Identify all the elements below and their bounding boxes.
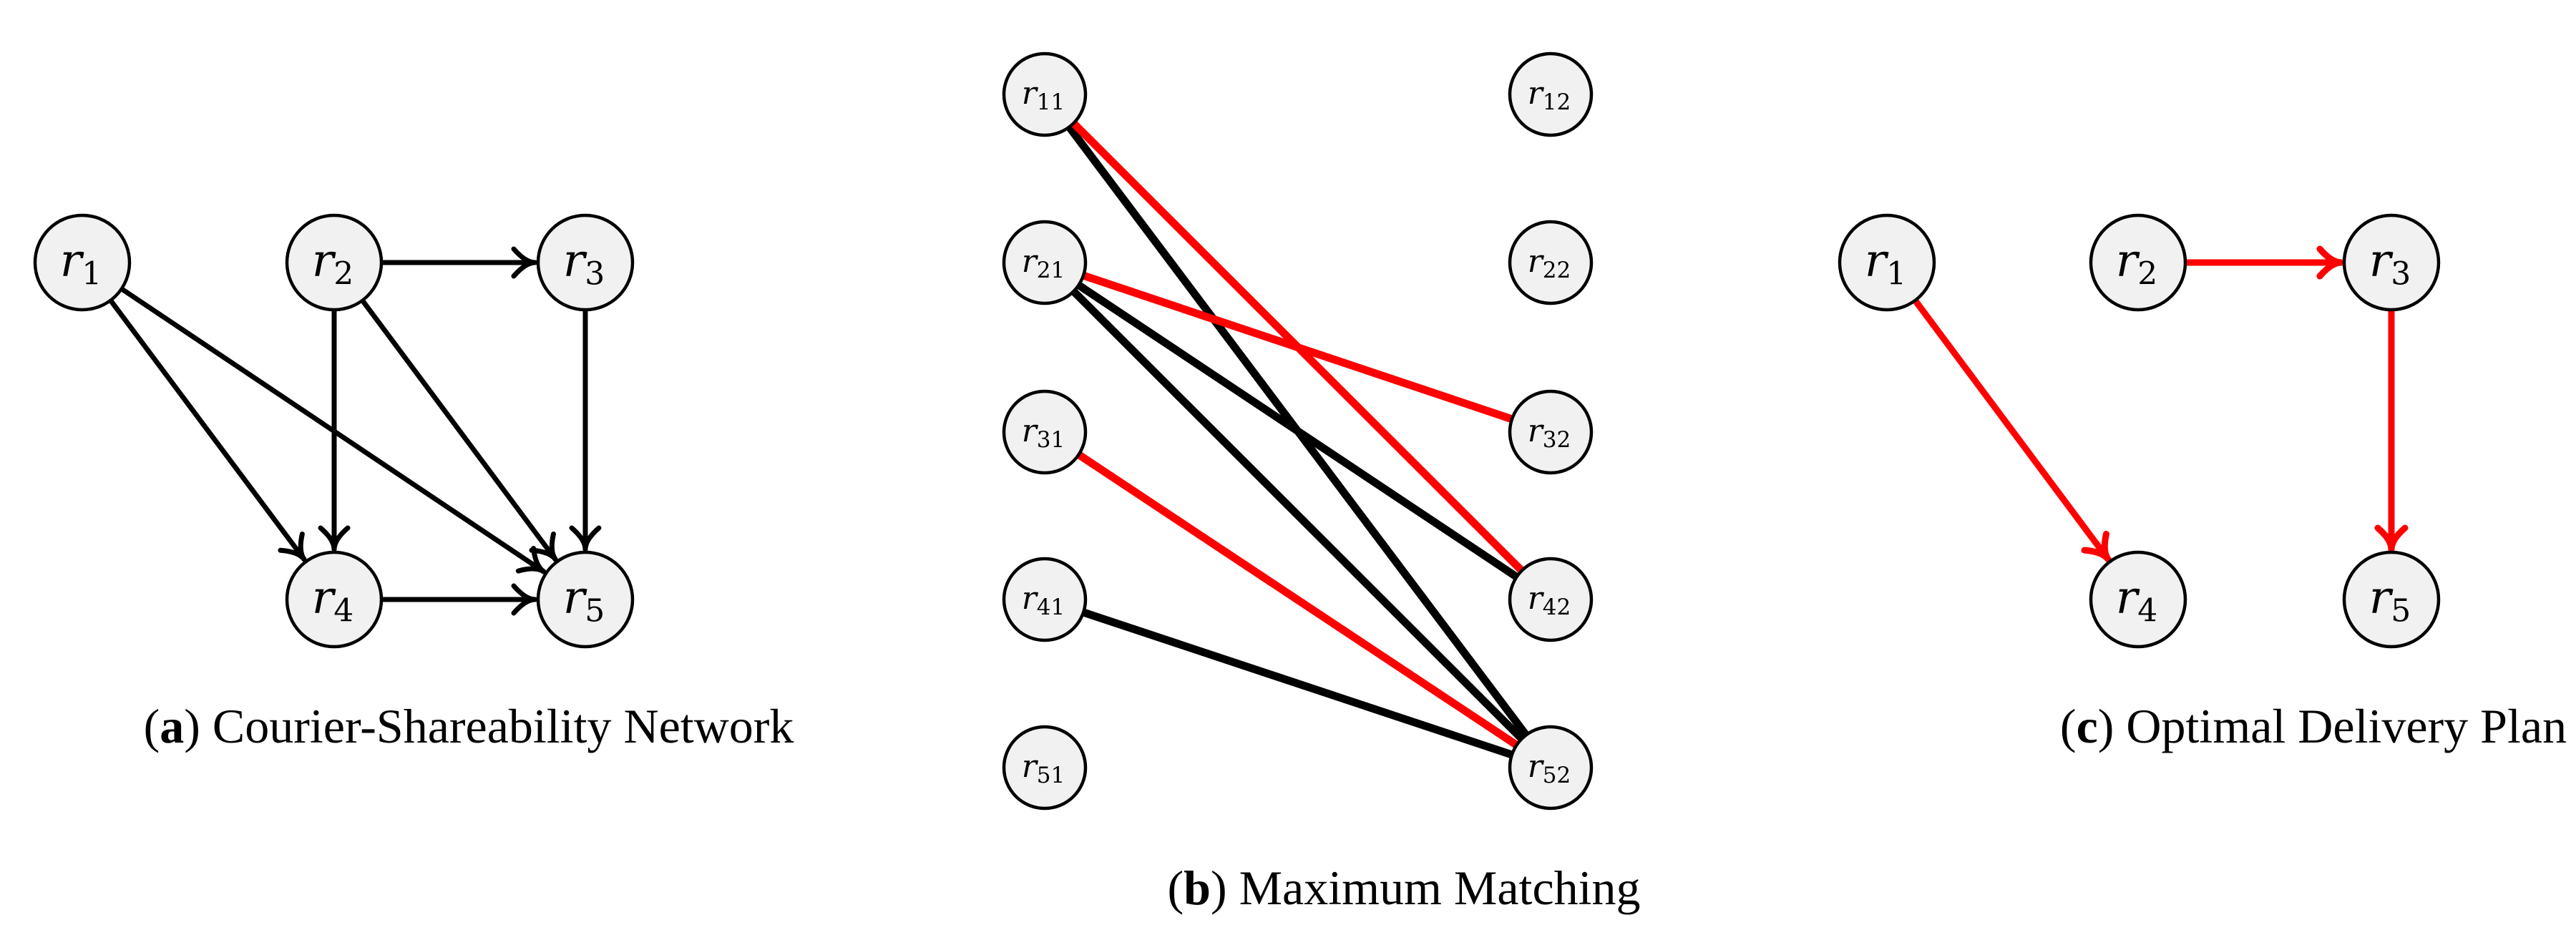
node-r2: r2: [2089, 213, 2187, 312]
panel-b-nodes: r11 r21 r31 r41 r51 r12 r22 r32 r42 r52: [1002, 52, 1594, 811]
panel-c-nodes: r1 r2 r3 r4 r5: [1838, 213, 2441, 649]
panel-c-caption-letter: c: [2077, 699, 2098, 753]
panel-a-edges: [108, 246, 602, 616]
node-r5: r5: [2342, 550, 2441, 649]
arrowhead-r2-r3: [511, 246, 538, 279]
panel-c-caption: (c) Optimal Delivery Plan: [2060, 699, 2567, 753]
node-r3: r3: [2342, 213, 2441, 312]
node-label-r2: r2: [312, 235, 354, 293]
arrowhead-r2-r5: [529, 531, 558, 562]
node-label-r1: r1: [60, 235, 102, 293]
node-label-r22: r22: [1528, 243, 1571, 283]
node-r11: r11: [1002, 52, 1088, 137]
node-label-r41: r41: [1022, 580, 1065, 620]
node-r1: r1: [33, 213, 132, 312]
panel-c-caption-text: Optimal Delivery Plan: [2126, 699, 2567, 753]
node-circle-r4: [2089, 550, 2187, 649]
node-circle-r5: [536, 550, 635, 649]
node-circle-r41: [1002, 557, 1088, 642]
panel-b-maximum-matching: r11 r21 r31 r41 r51 r12 r22 r32 r42 r52 (b) Maxim…: [1002, 52, 1641, 915]
edge-r21-r52: [1070, 288, 1525, 742]
node-r4: r4: [285, 550, 384, 649]
node-circle-r1: [1838, 213, 1936, 312]
edge-r1-r4: [108, 298, 306, 562]
node-label-r11: r11: [1022, 75, 1065, 115]
node-r52: r52: [1508, 725, 1594, 811]
node-label-r31: r31: [1022, 413, 1065, 453]
arrowhead-r4-r5: [511, 583, 538, 616]
node-circle-r22: [1508, 220, 1594, 305]
arrowhead-r3-r5: [569, 525, 602, 552]
panel-b-caption-text: Maximum Matching: [1239, 861, 1641, 915]
node-r2: r2: [285, 213, 384, 312]
edge-r21-r42: [1076, 282, 1519, 580]
panel-a-courier-shareability-network: r1 r2 r3 r4 r5 (a) Courier-Shareability Netw…: [33, 213, 794, 753]
node-label-r4: r4: [2116, 572, 2158, 630]
node-r4: r4: [2089, 550, 2187, 649]
node-circle-r3: [2342, 213, 2441, 312]
arrowhead-r1-r4: [278, 532, 307, 562]
panel-b-edges: [1065, 120, 1530, 759]
panel-a-caption-letter: a: [160, 699, 184, 753]
node-label-r5: r5: [2369, 572, 2411, 630]
node-label-r1: r1: [1865, 235, 1907, 293]
edge-r21-r32: [1082, 271, 1513, 424]
node-label-r3: r3: [2369, 235, 2411, 293]
node-circle-r2: [285, 213, 384, 312]
node-r12: r12: [1508, 52, 1594, 137]
node-r5: r5: [536, 550, 635, 649]
node-circle-r1: [33, 213, 132, 312]
edge-r41-r52: [1082, 608, 1513, 759]
node-r32: r32: [1508, 389, 1594, 475]
panel-a-nodes: r1 r2 r3 r4 r5: [33, 213, 635, 649]
node-label-r42: r42: [1528, 580, 1571, 620]
arrowhead-r1-r4: [2081, 530, 2112, 563]
edge-r2-r5: [360, 298, 557, 561]
node-circle-r21: [1002, 220, 1088, 305]
edge-r31-r52: [1076, 451, 1519, 749]
edge-r1-r4: [1912, 298, 2111, 562]
node-circle-r2: [2089, 213, 2187, 312]
node-label-r52: r52: [1528, 748, 1571, 788]
node-label-r3: r3: [563, 235, 605, 293]
node-circle-r4: [285, 550, 384, 649]
node-label-r12: r12: [1528, 75, 1571, 115]
arrowhead-r2-r4: [318, 525, 351, 552]
node-r1: r1: [1838, 213, 1936, 312]
node-circle-r12: [1508, 52, 1594, 137]
node-label-r2: r2: [2116, 235, 2158, 293]
node-circle-r11: [1002, 52, 1088, 137]
node-label-r32: r32: [1528, 413, 1571, 453]
node-r21: r21: [1002, 220, 1088, 305]
panel-a-caption: (a) Courier-Shareability Network: [144, 699, 794, 753]
node-circle-r52: [1508, 725, 1594, 811]
panel-b-caption-letter: b: [1184, 861, 1211, 915]
node-label-r4: r4: [312, 572, 354, 630]
node-r22: r22: [1508, 220, 1594, 305]
node-r3: r3: [536, 213, 635, 312]
panel-b-caption: (b) Maximum Matching: [1167, 861, 1640, 915]
node-circle-r5: [2342, 550, 2441, 649]
node-label-r5: r5: [563, 572, 605, 630]
node-circle-r42: [1508, 557, 1594, 642]
node-label-r51: r51: [1022, 748, 1065, 788]
node-circle-r3: [536, 213, 635, 312]
panel-c-optimal-delivery-plan: r1 r2 r3 r4 r5 (c) Optimal Delivery Plan: [1838, 213, 2567, 753]
node-r31: r31: [1002, 389, 1088, 475]
node-r41: r41: [1002, 557, 1088, 642]
node-circle-r32: [1508, 389, 1594, 475]
panel-a-caption-text: Courier-Shareability Network: [213, 699, 794, 753]
panel-c-edges: [1912, 245, 2409, 563]
node-circle-r51: [1002, 725, 1088, 811]
node-label-r21: r21: [1022, 243, 1065, 283]
arrowhead-r3-r5: [2374, 524, 2409, 553]
node-r42: r42: [1508, 557, 1594, 642]
node-circle-r31: [1002, 389, 1088, 475]
node-r51: r51: [1002, 725, 1088, 811]
arrowhead-r1-r5: [515, 546, 547, 574]
arrowhead-r2-r3: [2316, 245, 2345, 280]
